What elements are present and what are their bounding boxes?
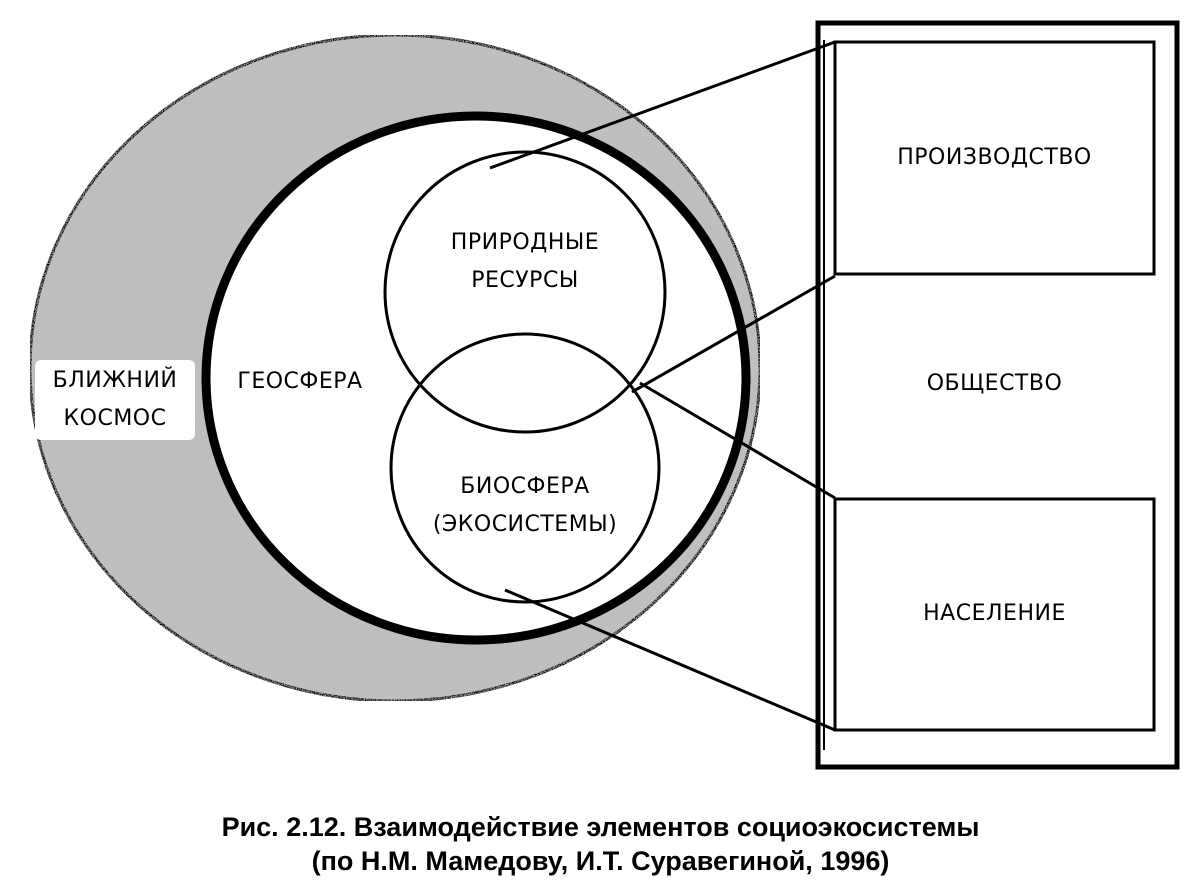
geosphere-circle bbox=[201, 111, 751, 645]
connector-production bbox=[489, 40, 836, 170]
natural-resources-line2: РЕСУРСЫ bbox=[471, 268, 579, 293]
population-box bbox=[833, 497, 1156, 732]
geosphere-label: ГЕОСФЕРА bbox=[237, 369, 363, 394]
figure-caption: Рис. 2.12. Взаимодействие элементов соци… bbox=[0, 810, 1201, 878]
connector-population bbox=[504, 588, 836, 732]
production-label: ПРОИЗВОДСТВО bbox=[897, 145, 1092, 170]
near-space-label-bg bbox=[35, 360, 195, 440]
connector-society-lower bbox=[639, 381, 836, 500]
near-space-label-line2: КОСМОС bbox=[63, 406, 167, 431]
natural-resources-line1: ПРИРОДНЫЕ bbox=[450, 230, 600, 255]
biosphere-circle bbox=[389, 332, 661, 604]
connector-society-upper bbox=[631, 274, 836, 394]
biosphere-line2: (ЭКОСИСТЕМЫ) bbox=[432, 512, 618, 537]
biosphere-label: БИОСФЕРА (ЭКОСИСТЕМЫ) bbox=[405, 468, 645, 544]
natural-resources-label: ПРИРОДНЫЕ РЕСУРСЫ bbox=[420, 224, 630, 300]
caption-line2: (по Н.М. Мамедову, И.Т. Суравегиной, 199… bbox=[311, 846, 890, 876]
society-box bbox=[815, 20, 1180, 770]
natural-resources-circle bbox=[383, 150, 667, 434]
near-space-label: БЛИЖНИЙ КОСМОС bbox=[35, 362, 195, 438]
near-space-label-line1: БЛИЖНИЙ bbox=[52, 368, 178, 393]
population-label: НАСЕЛЕНИЕ bbox=[923, 601, 1066, 626]
biosphere-line1: БИОСФЕРА bbox=[460, 474, 590, 499]
society-label: ОБЩЕСТВО bbox=[926, 371, 1063, 396]
caption-line1: Рис. 2.12. Взаимодействие элементов соци… bbox=[221, 812, 980, 842]
production-box bbox=[833, 40, 1156, 276]
